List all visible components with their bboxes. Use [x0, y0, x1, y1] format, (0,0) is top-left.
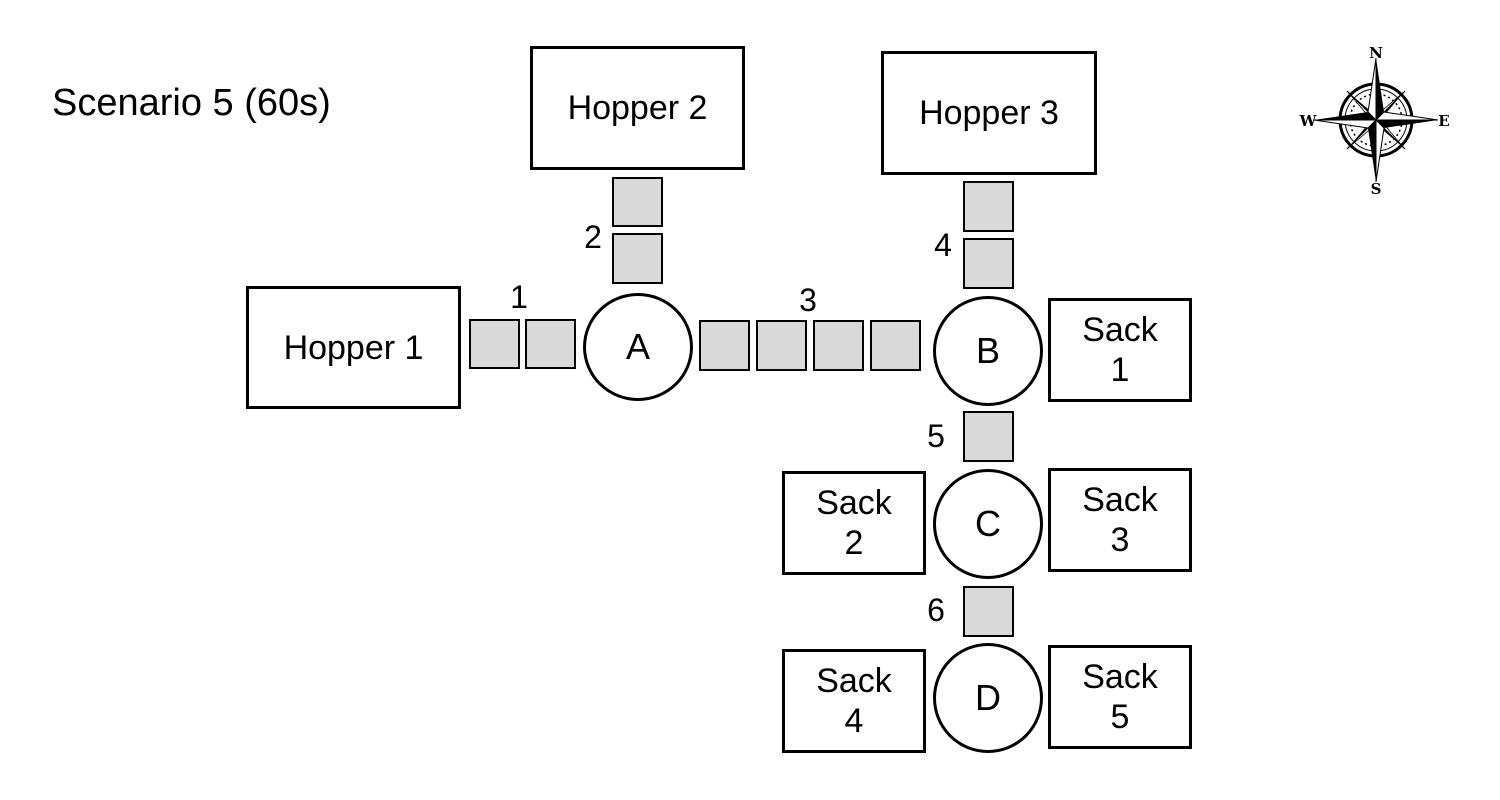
conveyor-2-segment: [612, 177, 663, 227]
conveyor-1-segment: [525, 319, 576, 369]
sack-1: Sack 1: [1048, 298, 1192, 402]
conveyor-3-segment: [813, 320, 864, 371]
sack-3: Sack 3: [1048, 468, 1192, 572]
junction-b: B: [933, 296, 1043, 406]
conveyor-3-label: 3: [799, 282, 817, 318]
conveyor-5-label: 5: [927, 418, 945, 454]
conveyor-4-label: 4: [934, 227, 952, 263]
hopper-2: Hopper 2: [530, 46, 745, 170]
scenario-title: Scenario 5 (60s): [52, 82, 331, 124]
compass-east-label: E: [1438, 112, 1449, 130]
hopper-1: Hopper 1: [246, 286, 461, 409]
conveyor-4-segment: [963, 181, 1014, 232]
compass-north-label: N: [1369, 44, 1383, 62]
conveyor-6-segment: [963, 586, 1014, 637]
compass-south-label: S: [1371, 180, 1382, 198]
conveyor-3-segment: [699, 320, 750, 371]
compass-rose-icon: N S E W: [1299, 44, 1450, 198]
conveyor-6-label: 6: [927, 592, 945, 628]
conveyor-4-segment: [963, 238, 1014, 289]
sack-2: Sack 2: [782, 471, 926, 575]
compass-west-label: W: [1299, 112, 1318, 130]
sack-4: Sack 4: [782, 649, 926, 753]
junction-a: A: [583, 293, 693, 401]
junction-c: C: [933, 469, 1043, 579]
conveyor-3-segment: [870, 320, 921, 371]
conveyor-2-segment: [612, 233, 663, 284]
conveyor-5-segment: [963, 411, 1014, 462]
junction-d: D: [933, 643, 1043, 753]
conveyor-1-label: 1: [510, 279, 528, 315]
sack-5: Sack 5: [1048, 645, 1192, 749]
hopper-3: Hopper 3: [881, 51, 1097, 175]
conveyor-2-label: 2: [584, 219, 602, 255]
conveyor-3-segment: [756, 320, 807, 371]
conveyor-1-segment: [469, 319, 520, 369]
